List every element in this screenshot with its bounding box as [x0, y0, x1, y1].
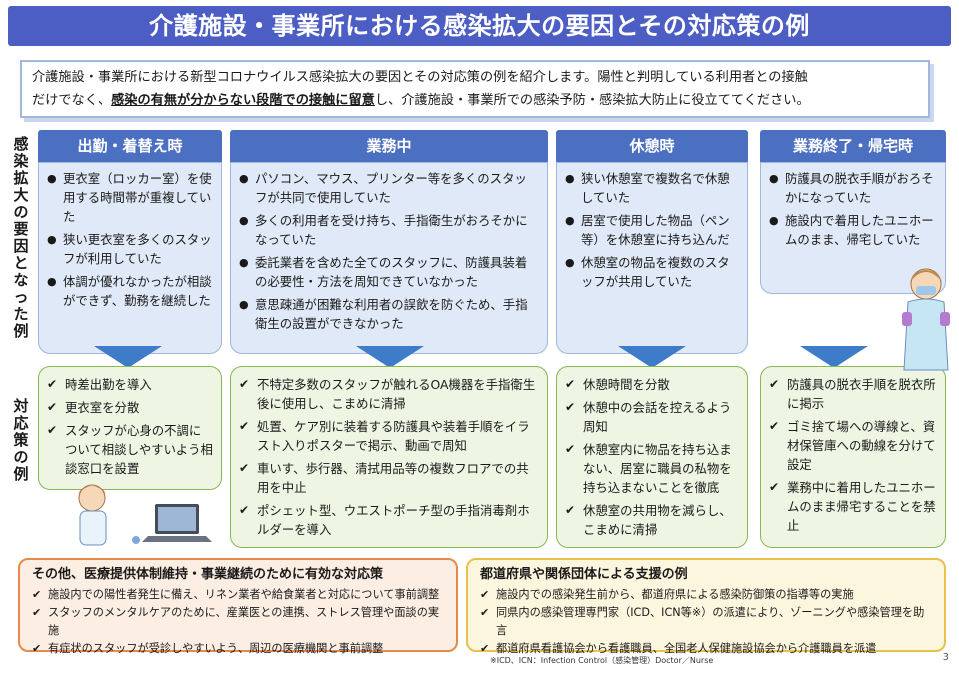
down-arrow-icon — [356, 346, 424, 368]
nurse-with-mask-illustration — [902, 268, 950, 371]
down-arrow-icon — [618, 346, 686, 368]
causes-box: 更衣室（ロッカー室）を使用する時間帯が重複していた 狭い更衣室を多くのスタッフが… — [38, 162, 222, 354]
intro-emphasis: 感染の有無が分からない段階での接触に留意 — [111, 93, 375, 108]
measure-item: 不特定多数のスタッフが触れるOA機器を手指衛生後に使用し、こまめに清掃 — [239, 375, 539, 413]
measures-box-arrival: 時差出勤を導入 更衣室を分散 スタッフが心身の不調について相談しやすいよう相談窓… — [38, 366, 222, 490]
cause-item: 意思疎通が困難な利用者の誤飲を防ぐため、手指衛生の設置ができなかった — [239, 295, 539, 333]
side-label-char: 要 — [13, 220, 29, 238]
page-title: 介護施設・事業所における感染拡大の要因とその対応策の例 — [8, 6, 951, 46]
page-number: 3 — [942, 652, 949, 663]
cause-item: 委託業者を含めた全てのスタッフに、防護具装着の必要性・方法を周知できていなかった — [239, 253, 539, 291]
measure-item: 休憩室内に物品を持ち込まない、居室に職員の私物を持ち込まないことを徹底 — [565, 440, 739, 497]
side-label-char: 染 — [13, 152, 29, 170]
causes-box: 狭い休憩室で複数名で休憩していた 居室で使用した物品（ペン等）を休憩室に持ち込ん… — [556, 162, 748, 354]
cause-item: 狭い休憩室で複数名で休憩していた — [565, 169, 739, 207]
measure-item: 車いす、歩行器、清拭用品等の複数フロアでの共用を中止 — [239, 459, 539, 497]
side-label-char: の — [13, 203, 29, 221]
down-arrow-icon — [94, 346, 162, 368]
other-measure-item: 施設内での陽性者発生に備え、リネン業者や給食業者と対応について事前調整 — [32, 586, 444, 604]
side-label-char: 因 — [13, 237, 29, 255]
phase-title: 休憩時 — [556, 130, 748, 162]
down-arrow-icon — [800, 346, 868, 368]
side-label-char: た — [13, 305, 29, 323]
phase-title: 出勤・着替え時 — [38, 130, 222, 162]
other-measures-box: その他、医療提供体制維持・事業継続のために有効な対応策 施設内での陽性者発生に備… — [18, 558, 458, 658]
side-label-char: 例 — [13, 322, 29, 340]
measure-item: 防護具の脱衣手順を脱衣所に掲示 — [769, 375, 937, 413]
cause-item: 更衣室（ロッカー室）を使用する時間帯が重複していた — [47, 169, 213, 226]
measure-item: 時差出勤を導入 — [47, 375, 213, 394]
measure-item: スタッフが心身の不調について相談しやすいよう相談窓口を設置 — [47, 421, 213, 478]
causes-box: パソコン、マウス、プリンター等を多くのスタッフが共同で使用していた 多くの利用者… — [230, 162, 548, 354]
side-label-char: 大 — [13, 186, 29, 204]
cause-item: 居室で使用した物品（ペン等）を休憩室に持ち込んだ — [565, 211, 739, 249]
measures-box-working: 不特定多数のスタッフが触れるOA機器を手指衛生後に使用し、こまめに清掃 処置、ケ… — [230, 366, 548, 548]
measures-box-break: 休憩時間を分散 休憩中の会話を控えるよう周知 休憩室内に物品を持ち込まない、居室… — [556, 366, 748, 548]
intro-line2: だけでなく、感染の有無が分からない段階での接触に留意し、介護施設・事業所での感染… — [32, 93, 810, 108]
measure-item: 休憩時間を分散 — [565, 375, 739, 394]
side-label-char: 拡 — [13, 169, 29, 187]
side-label-char: 感 — [13, 135, 29, 153]
measure-item: 休憩中の会話を控えるよう周知 — [565, 398, 739, 436]
cause-item: 施設内で着用したユニホームのまま、帰宅していた — [769, 211, 937, 249]
measure-item: ゴミ捨て場への導線と、資材保管庫への動線を分けて設定 — [769, 417, 937, 474]
support-item: 同県内の感染管理専門家（ICD、ICN等※）の派遣により、ゾーニングや感染管理を… — [480, 604, 932, 640]
phase-column-arrival: 出勤・着替え時 更衣室（ロッカー室）を使用する時間帯が重複していた 狭い更衣室を… — [38, 130, 222, 370]
measure-item: 業務中に着用したユニホームのまま帰宅することを禁止 — [769, 478, 937, 535]
side-label-char: な — [13, 271, 29, 289]
footnote: ※ICD、ICN：Infection Control（感染管理）Doctor／N… — [490, 656, 714, 665]
other-measure-item: 有症状のスタッフが受診しやすいよう、周辺の医療機関と事前調整 — [32, 640, 444, 658]
causes-box: 防護具の脱衣手順がおろそかになっていた 施設内で着用したユニホームのまま、帰宅し… — [760, 162, 946, 294]
side-label-char: 対 — [13, 397, 29, 415]
side-label-char: 例 — [13, 465, 29, 483]
support-item: 都道府県看護協会から看護職員、全国老人保健施設協会から介護職員を派遣 — [480, 640, 932, 658]
cause-item: 多くの利用者を受け持ち、手指衛生がおろそかになっていた — [239, 211, 539, 249]
measures-box-leaving: 防護具の脱衣手順を脱衣所に掲示 ゴミ捨て場への導線と、資材保管庫への動線を分けて… — [760, 366, 946, 548]
measures-side-label: 対応策の例 — [10, 398, 32, 483]
support-box: 都道府県や関係団体による支援の例 施設内での感染発生前から、都道府県による感染防… — [466, 558, 946, 658]
intro-line1: 介護施設・事業所における新型コロナウイルス感染拡大の要因とその対応策の例を紹介し… — [32, 70, 808, 85]
side-label-char: の — [13, 448, 29, 466]
measure-item: ポシェット型、ウエストポーチ型の手指消毒剤ホルダーを導入 — [239, 501, 539, 539]
support-item: 施設内での感染発生前から、都道府県による感染防御策の指導等の実施 — [480, 586, 932, 604]
measure-item: 処置、ケア別に装着する防護具や装着手順をイラスト入りポスターで掲示、動画で周知 — [239, 417, 539, 455]
measure-item: 更衣室を分散 — [47, 398, 213, 417]
cause-item: パソコン、マウス、プリンター等を多くのスタッフが共同で使用していた — [239, 169, 539, 207]
side-label-char: 策 — [13, 431, 29, 449]
phase-column-break: 休憩時 狭い休憩室で複数名で休憩していた 居室で使用した物品（ペン等）を休憩室に… — [556, 130, 748, 370]
other-measure-item: スタッフのメンタルケアのために、産業医との連携、ストレス管理や面談の実施 — [32, 604, 444, 640]
intro-box: 介護施設・事業所における新型コロナウイルス感染拡大の要因とその対応策の例を紹介し… — [20, 60, 930, 118]
side-label-char: っ — [13, 288, 29, 306]
cause-item: 狭い更衣室を多くのスタッフが利用していた — [47, 230, 213, 268]
other-measures-title: その他、医療提供体制維持・事業継続のために有効な対応策 — [32, 567, 384, 582]
phase-title: 業務中 — [230, 130, 548, 162]
causes-side-label: 感染拡大の要因となった例 — [10, 136, 32, 340]
phase-column-leaving: 業務終了・帰宅時 防護具の脱衣手順がおろそかになっていた 施設内で着用したユニホ… — [760, 130, 946, 370]
measure-item: 休憩室の共用物を減らし、こまめに清掃 — [565, 501, 739, 539]
nurse-with-laptop-illustration — [78, 484, 212, 546]
cause-item: 休憩室の物品を複数のスタッフが共用していた — [565, 253, 739, 291]
phase-column-working: 業務中 パソコン、マウス、プリンター等を多くのスタッフが共同で使用していた 多く… — [230, 130, 548, 370]
side-label-char: 応 — [13, 414, 29, 432]
cause-item: 体調が優れなかったが相談ができず、勤務を継続した — [47, 272, 213, 310]
phase-title: 業務終了・帰宅時 — [760, 130, 946, 162]
side-label-char: と — [13, 254, 29, 272]
cause-item: 防護具の脱衣手順がおろそかになっていた — [769, 169, 937, 207]
support-title: 都道府県や関係団体による支援の例 — [480, 567, 688, 582]
